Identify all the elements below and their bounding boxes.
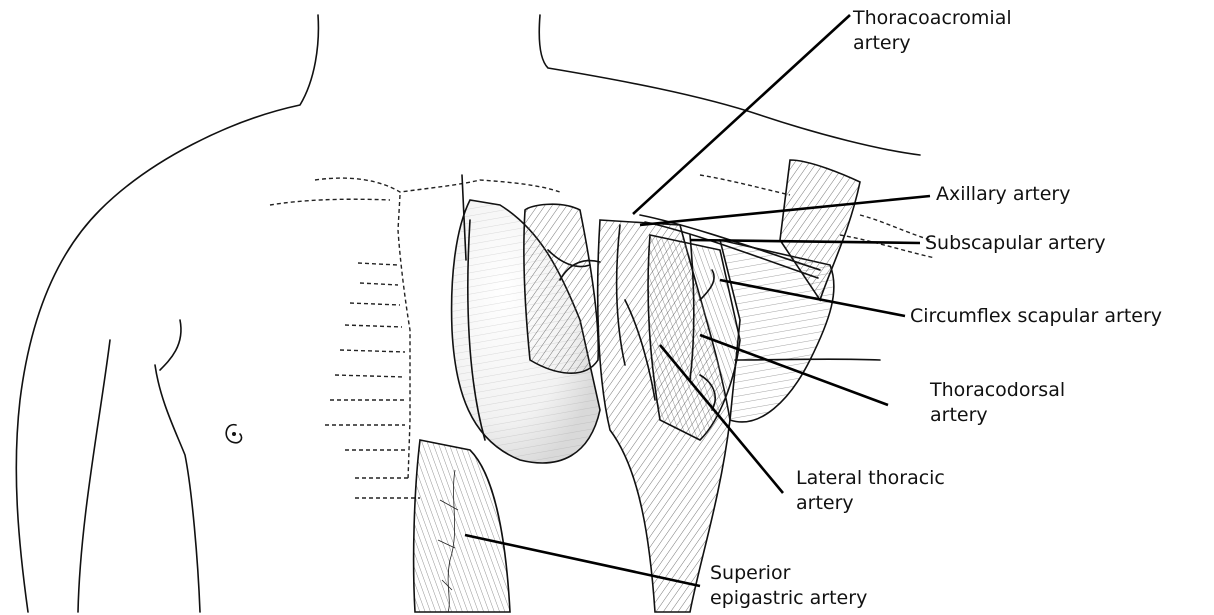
label-axillary-artery: Axillary artery <box>936 182 1070 207</box>
label-superior-epigastric-line1: Superior <box>710 561 867 586</box>
label-superior-epigastric-artery: Superior epigastric artery <box>710 561 867 611</box>
label-lateral-thoracic-artery: Lateral thoracic artery <box>796 466 945 516</box>
rectus-strip <box>414 440 510 612</box>
label-thoracoacromial-line2: artery <box>853 31 1012 56</box>
label-thoracoacromial-artery: Thoracoacromial artery <box>853 6 1012 56</box>
label-thoracoacromial-line1: Thoracoacromial <box>853 6 1012 31</box>
reflected-flap <box>524 204 600 373</box>
label-thoracodorsal-line1: Thoracodorsal <box>930 378 1065 403</box>
label-lateral-thoracic-line2: artery <box>796 491 945 516</box>
label-thoracodorsal-artery: Thoracodorsal artery <box>930 378 1065 428</box>
label-lateral-thoracic-line1: Lateral thoracic <box>796 466 945 491</box>
label-superior-epigastric-line2: epigastric artery <box>710 586 867 611</box>
label-subscapular-artery: Subscapular artery <box>925 231 1106 256</box>
label-circumflex-scapular-artery: Circumflex scapular artery <box>910 304 1162 329</box>
label-thoracodorsal-line2: artery <box>930 403 1065 428</box>
